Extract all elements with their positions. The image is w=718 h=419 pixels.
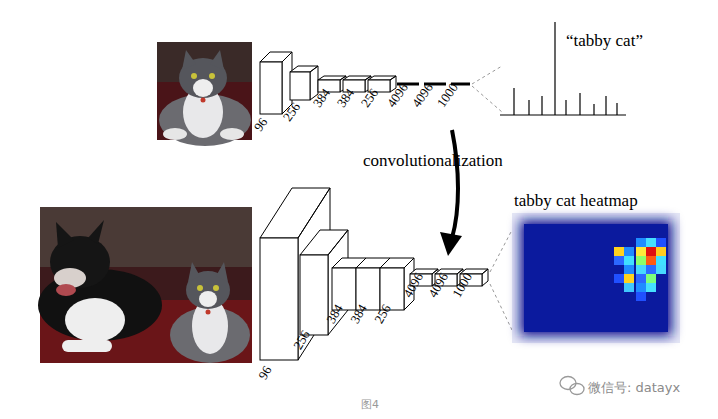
conv-layer-boxes — [260, 188, 488, 360]
cat-photo — [157, 42, 252, 146]
figure-caption: 图4 — [361, 398, 379, 412]
convert-arrow — [440, 130, 462, 256]
wechat-icon — [560, 377, 584, 395]
label-text: tabby cat heatmap — [514, 194, 638, 208]
label-text: “tabby cat” — [566, 34, 643, 48]
layer-size: 96 — [252, 115, 271, 134]
layer-boxes — [260, 52, 396, 114]
layer-size: 96 — [256, 364, 275, 382]
fc-dashes — [397, 83, 470, 86]
leader-lines — [472, 66, 502, 112]
dog-cat-photo — [38, 207, 252, 363]
label-text: convolutionalization — [363, 154, 503, 168]
watermark: 微信号: datayx — [588, 381, 680, 395]
leader-lines — [490, 230, 512, 330]
heatmap — [512, 213, 680, 343]
